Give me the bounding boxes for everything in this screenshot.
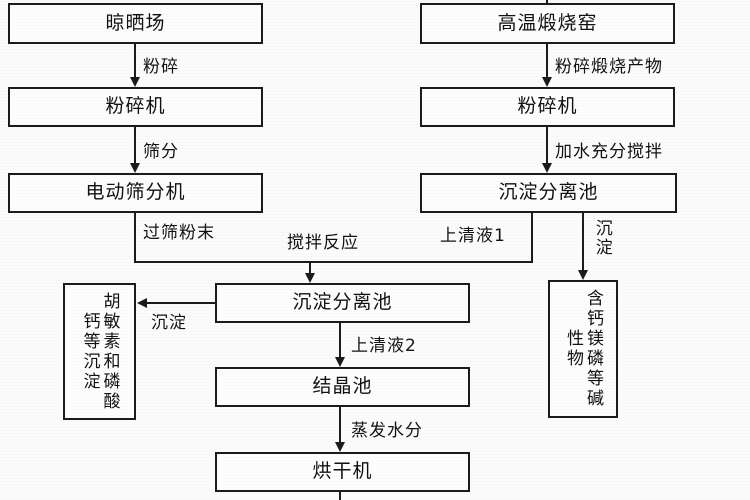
arrowhead-alkaline	[578, 270, 588, 280]
node-settling-tank-1-label: 沉淀分离池	[498, 181, 599, 204]
edge-label-sieved-powder: 过筛粉末	[143, 223, 215, 243]
edge-label-stir-reaction: 搅拌反应	[287, 233, 359, 253]
edge-label-supernatant-2: 上清液2	[351, 336, 417, 356]
edge-label-precipitate-right: 沉淀	[591, 219, 612, 257]
arrowhead-dryer	[335, 442, 345, 452]
node-dryer-label: 烘干机	[312, 460, 373, 483]
node-dryer[interactable]: 烘干机	[215, 452, 470, 492]
edge-label-add-water-stir: 加水充分搅拌	[555, 142, 663, 162]
node-calcination-kiln-label: 高温煅烧窑	[497, 11, 598, 34]
arrowhead-crusher-right	[542, 77, 552, 87]
edge-label-supernatant-1: 上清液1	[440, 226, 506, 246]
arrowhead-crusher-left	[130, 77, 140, 87]
node-humin-precipitate-label: 胡敏素和磷酸钙等沉淀	[79, 291, 120, 412]
edge-label-crushed-calcined: 粉碎煅烧产物	[555, 57, 663, 77]
node-alkaline-product-label: 含钙镁磷等碱性物	[563, 289, 604, 409]
edge-label-evaporate-water: 蒸发水分	[351, 421, 423, 441]
node-crystallizer-label: 结晶池	[312, 375, 373, 398]
node-settling-tank-1[interactable]: 沉淀分离池	[420, 173, 677, 213]
node-crusher-right[interactable]: 粉碎机	[420, 87, 675, 127]
node-electric-sifter[interactable]: 电动筛分机	[8, 173, 263, 213]
edge-label-precipitate-left: 沉淀	[151, 313, 187, 333]
arrowhead-crystallizer	[335, 357, 345, 367]
node-drying-yard[interactable]: 晾晒场	[8, 3, 263, 44]
arrowhead-sifter	[130, 163, 140, 173]
node-calcination-kiln[interactable]: 高温煅烧窑	[420, 3, 675, 44]
node-crusher-right-label: 粉碎机	[517, 95, 578, 118]
arrowhead-tank1	[542, 163, 552, 173]
node-crystallizer[interactable]: 结晶池	[215, 367, 470, 407]
arrowhead-humin	[137, 298, 147, 308]
node-humin-precipitate[interactable]: 胡敏素和磷酸钙等沉淀	[63, 283, 136, 420]
node-alkaline-product[interactable]: 含钙镁磷等碱性物	[548, 280, 618, 418]
node-drying-yard-label: 晾晒场	[105, 11, 166, 34]
node-settling-tank-2-label: 沉淀分离池	[292, 291, 393, 314]
node-crusher-left-label: 粉碎机	[105, 95, 166, 118]
edge-label-sieve: 筛分	[143, 142, 179, 162]
node-settling-tank-2[interactable]: 沉淀分离池	[215, 283, 470, 323]
node-crusher-left[interactable]: 粉碎机	[8, 87, 263, 127]
edge-label-crush-1: 粉碎	[143, 57, 179, 77]
node-electric-sifter-label: 电动筛分机	[85, 181, 186, 204]
arrowhead-tank2	[305, 273, 315, 283]
